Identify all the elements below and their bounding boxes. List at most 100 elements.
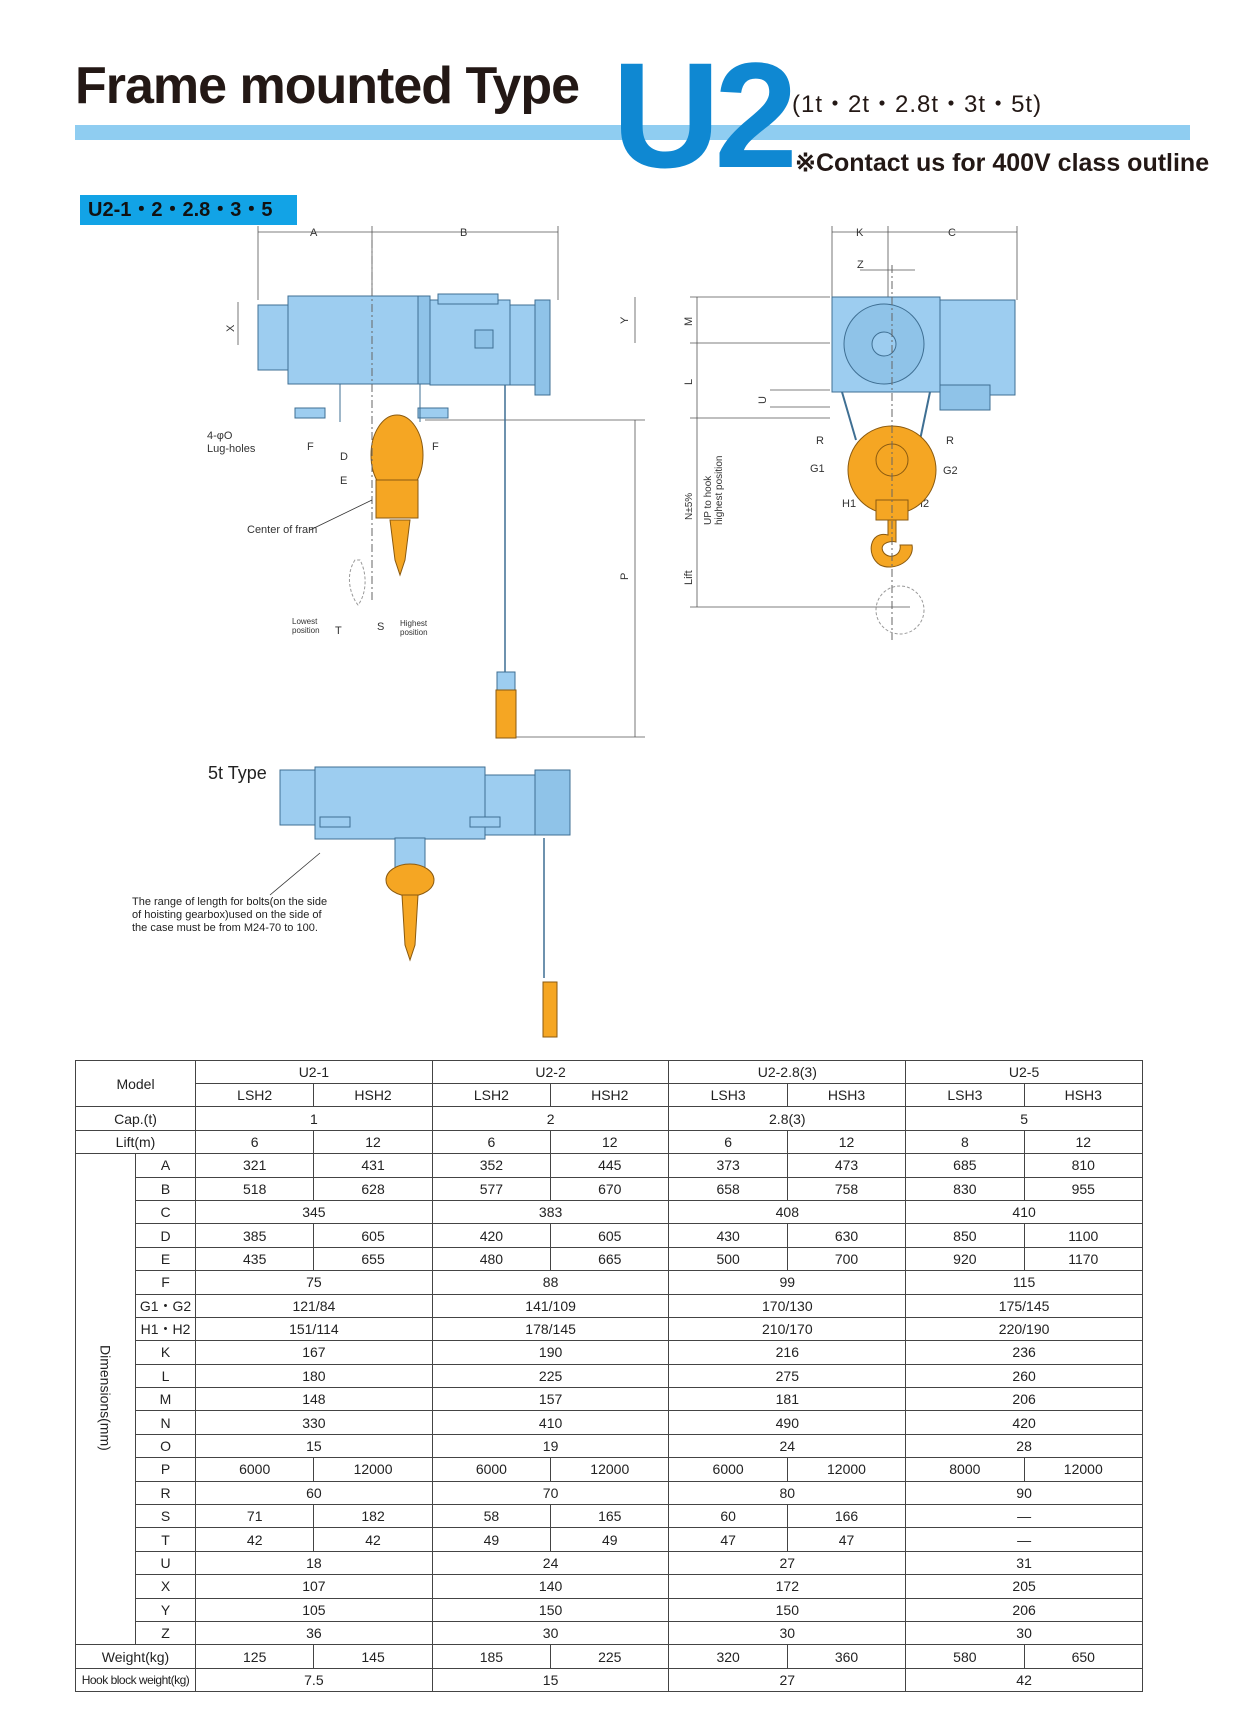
table-cell: 373 — [668, 1153, 788, 1178]
variant-name: LSH2 — [195, 1082, 315, 1108]
dim-key: O — [134, 1433, 197, 1459]
table-cell: 12000 — [1023, 1457, 1144, 1482]
table-cell: 172 — [668, 1574, 907, 1599]
dimensions-label-text: Dimensions(mm) — [97, 1344, 114, 1451]
table-cell: 850 — [905, 1223, 1025, 1248]
table-cell: 206 — [905, 1387, 1143, 1412]
table-cell: 5 — [905, 1106, 1143, 1131]
svg-text:UP to hook: UP to hook — [703, 475, 714, 525]
table-cell: 330 — [195, 1410, 433, 1435]
dim-key: Z — [134, 1620, 197, 1646]
svg-text:M: M — [683, 317, 695, 326]
table-cell: 205 — [905, 1574, 1143, 1599]
table-cell: 190 — [431, 1340, 670, 1365]
hoist-drawings: A B X Y P F D E F T S Lowest position Hi… — [225, 226, 1018, 1038]
table-cell: 107 — [195, 1574, 433, 1599]
table-cell: 157 — [431, 1387, 670, 1412]
variant-name: LSH2 — [431, 1082, 552, 1108]
dim-key: M — [134, 1387, 197, 1412]
table-cell: 225 — [550, 1644, 670, 1669]
svg-text:R: R — [946, 435, 954, 447]
dim-key: S — [134, 1504, 197, 1529]
model-name: U2-2 — [431, 1060, 670, 1084]
header-rule — [75, 125, 1190, 140]
svg-text:H1: H1 — [842, 498, 856, 510]
svg-text:S: S — [377, 621, 384, 633]
table-cell: 170/130 — [668, 1293, 907, 1318]
dim-key: F — [134, 1270, 197, 1295]
table-cell: 27 — [668, 1667, 907, 1693]
table-cell: 150 — [431, 1597, 670, 1622]
svg-text:U: U — [757, 396, 769, 404]
dim-key: L — [134, 1363, 197, 1389]
svg-text:Lift: Lift — [683, 570, 695, 585]
table-cell: 490 — [668, 1410, 907, 1435]
table-cell: 236 — [905, 1340, 1143, 1365]
table-cell: 420 — [431, 1223, 552, 1248]
table-cell: 6000 — [668, 1457, 788, 1482]
model-name: U2-5 — [905, 1060, 1143, 1084]
table-cell: 410 — [905, 1199, 1143, 1225]
svg-text:L: L — [683, 379, 695, 385]
table-cell: 30 — [905, 1620, 1143, 1646]
table-cell: 12 — [786, 1129, 907, 1155]
table-cell: 383 — [431, 1199, 670, 1225]
table-cell: 8 — [905, 1129, 1025, 1155]
contact-note: ※Contact us for 400V class outline — [795, 149, 1210, 177]
table-cell: 28 — [905, 1433, 1143, 1459]
table-cell: 19 — [431, 1433, 670, 1459]
table-cell: 60 — [668, 1504, 788, 1529]
dim-key: T — [134, 1527, 197, 1552]
table-cell: 115 — [905, 1270, 1143, 1295]
table-cell: 6 — [431, 1129, 552, 1155]
table-cell: 178/145 — [431, 1316, 670, 1342]
variant-name: HSH2 — [550, 1082, 670, 1108]
lug-holes-label-1: 4-φO — [207, 430, 233, 442]
table-cell: 360 — [786, 1644, 907, 1669]
dimensions-label: Dimensions(mm) — [75, 1153, 136, 1646]
table-cell: 320 — [668, 1644, 788, 1669]
table-cell: 182 — [313, 1504, 433, 1529]
lug-holes-label-2: Lug-holes — [207, 443, 256, 455]
table-cell: 665 — [550, 1246, 670, 1272]
table-cell: 352 — [431, 1153, 552, 1178]
table-cell: 345 — [195, 1199, 433, 1225]
table-cell: 150 — [668, 1597, 907, 1622]
table-cell: 216 — [668, 1340, 907, 1365]
page-title: Frame mounted Type — [75, 57, 580, 115]
table-cell: 30 — [668, 1620, 907, 1646]
table-cell: 321 — [195, 1153, 315, 1178]
dim-key: P — [134, 1457, 197, 1482]
table-cell: 125 — [195, 1644, 315, 1669]
table-cell: 206 — [905, 1597, 1143, 1622]
svg-text:G2: G2 — [943, 465, 958, 477]
svg-text:X: X — [225, 324, 237, 332]
svg-text:N±5%: N±5% — [684, 493, 695, 520]
table-cell: 260 — [905, 1363, 1143, 1389]
table-cell: 7.5 — [195, 1667, 433, 1693]
table-cell: 15 — [431, 1667, 670, 1693]
table-cell: 121/84 — [195, 1293, 433, 1318]
table-cell: 185 — [431, 1644, 552, 1669]
table-cell: 12 — [313, 1129, 433, 1155]
table-cell: 385 — [195, 1223, 315, 1248]
svg-text:A: A — [310, 227, 318, 239]
table-cell: 12000 — [313, 1457, 433, 1482]
svg-text:Y: Y — [619, 316, 631, 324]
dim-key: K — [134, 1340, 197, 1365]
svg-text:C: C — [948, 227, 956, 239]
table-cell: 700 — [786, 1246, 907, 1272]
dim-key: X — [134, 1574, 197, 1599]
dim-key: H1・H2 — [134, 1316, 197, 1342]
table-cell: 12000 — [550, 1457, 670, 1482]
